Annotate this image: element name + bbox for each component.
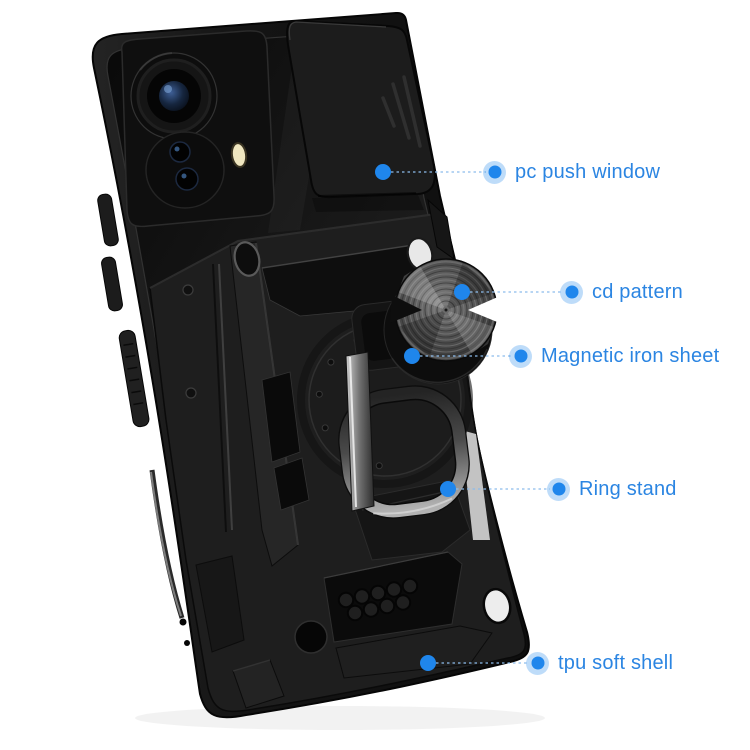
callout-label: pc push window (515, 161, 661, 183)
anchor-dot-magnetic-sheet (404, 348, 420, 364)
callout-label: Ring stand (579, 478, 677, 500)
anchor-dot-ring-stand (440, 481, 456, 497)
ground-shadow (135, 706, 545, 730)
callout-dot (483, 160, 506, 184)
flash-led (230, 142, 248, 168)
callout-lines (375, 164, 563, 671)
callout-ring-stand: Ring stand (547, 477, 677, 501)
camera-module (120, 30, 275, 228)
callout-tpu-soft-shell: tpu soft shell (526, 651, 673, 675)
callout-label: Magnetic iron sheet (541, 345, 720, 367)
edge-gloss (150, 471, 182, 617)
disc-notch-right (468, 296, 502, 324)
armor-slot-2 (273, 457, 310, 511)
lanyard-hole (482, 587, 512, 625)
volume-button-up (97, 193, 119, 247)
callout-label: cd pattern (592, 281, 683, 303)
disc-notch-left (390, 295, 422, 323)
port-hole-1 (179, 618, 187, 626)
side-screw-1 (182, 284, 194, 296)
callout-pc-push-window: pc push window (483, 160, 660, 184)
slider-shadow (312, 195, 424, 212)
camera-lens-secondary-2 (175, 167, 199, 191)
bottom-plate (335, 625, 493, 679)
honeycomb-grip (337, 577, 419, 622)
slider-grip-lines (381, 75, 422, 148)
corner-hole (294, 620, 328, 654)
side-screw-2 (185, 387, 197, 399)
cd-pattern-disc (390, 258, 502, 362)
volume-button-down (101, 256, 123, 312)
kickstand-strip (345, 351, 375, 512)
port-hole-2 (184, 640, 190, 646)
anchor-dot-tpu-shell (420, 655, 436, 671)
armor-slot-1 (261, 371, 301, 463)
push-window-slider (286, 20, 436, 199)
armor-left-facet (195, 555, 245, 653)
callout-dot (509, 344, 532, 368)
anchor-dot-push-window (375, 164, 391, 180)
callout-dot (526, 651, 549, 675)
callout-dot (547, 477, 570, 501)
armor-hole-left (233, 241, 261, 277)
callout-label: tpu soft shell (558, 652, 674, 674)
anchor-dot-cd-pattern (454, 284, 470, 300)
lens-glint (164, 85, 172, 93)
callout-magnetic-iron-sheet: Magnetic iron sheet (509, 344, 719, 368)
callout-dot (560, 280, 583, 304)
camera-lens-secondary-1 (169, 141, 191, 163)
power-button (118, 329, 150, 428)
callout-cd-pattern: cd pattern (560, 280, 683, 304)
